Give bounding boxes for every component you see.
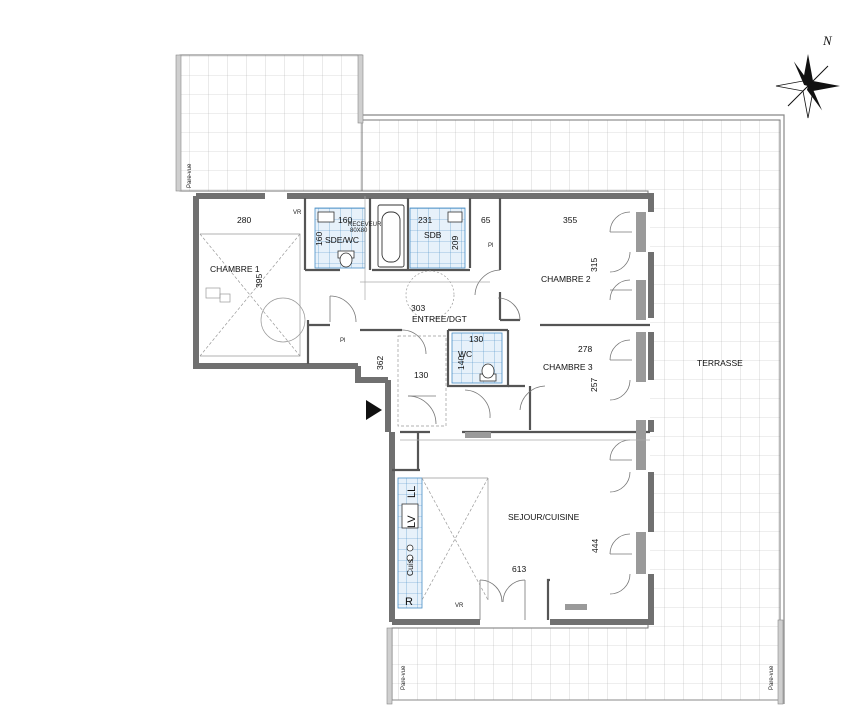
dim-wc-width: 130 [469,334,483,344]
room-terrasse-label: TERRASSE [697,358,743,368]
bathroom-tiles [314,207,503,609]
kitchen-fixtures [401,503,419,562]
fixture-receveur-label: RECEVEUR [348,222,382,228]
pare-vue-label-3: Pare-vue [769,665,775,690]
fixture-pl-label-1: Pl [340,338,345,344]
room-sde-wc-label: SDE/WC [325,235,359,245]
dim-chambre2-width: 355 [563,215,577,225]
terrace-top-left [179,54,363,192]
entry-arrow-icon [366,400,382,420]
room-chambre1-label: CHAMBRE 1 [210,264,260,274]
fixture-ll-label: LL [406,486,418,498]
fixture-receveur-size-label: 80X80 [350,228,368,234]
bathtub [377,204,405,268]
dimension-labels: 280 395 160 160 231 209 65 355 315 303 3… [237,215,600,574]
dim-wc-height: 140 [456,356,466,370]
room-labels: CHAMBRE 1 SDE/WC SDB CHAMBRE 2 ENTREE/DG… [210,230,743,522]
room-chambre3-label: CHAMBRE 3 [543,362,593,372]
exterior-walls [193,193,654,625]
dim-sejour-width: 613 [512,564,526,574]
dim-chambre3-height: 257 [589,378,599,392]
room-entree-label: ENTREE/DGT [412,314,467,324]
dim-chambre1-height: 395 [254,274,264,288]
dim-sdb-height: 209 [450,236,460,250]
fixture-r-label: R [405,596,413,608]
door-swings [329,211,632,620]
room-wc-label: WC [458,349,472,359]
interior-walls [303,198,650,620]
fixture-cuis-label: Cuis. [405,557,415,576]
north-label: N [822,33,833,48]
pare-vue-label-1: Pare-vue [187,163,193,188]
dim-chambre3-width: 278 [578,344,592,354]
fixture-lv-label: LV [406,515,418,528]
dim-sejour-height: 444 [590,539,600,553]
dim-sde-height: 160 [314,232,324,246]
dim-entree-width: 303 [411,303,425,313]
room-sdb-label: SDB [424,230,442,240]
dim-sdb-width: 231 [418,215,432,225]
fixture-labels: LL LV Cuis. R Pl Pl VR VR RECEVEUR 80X80… [187,163,775,690]
pare-vue-label-2: Pare-vue [401,665,407,690]
pare-vue-screens [175,54,784,705]
dim-chambre1-width: 280 [237,215,251,225]
dim-chambre2-height: 315 [589,258,599,272]
fixture-vr-label-1: VR [293,210,302,216]
dim-entree-width2: 130 [414,370,428,380]
dim-sde-width: 160 [338,215,352,225]
fixture-pl-label-2: Pl [488,243,493,249]
room-chambre2-label: CHAMBRE 2 [541,274,591,284]
dim-entree-height: 362 [375,356,385,370]
dim-gap-width: 65 [481,215,491,225]
room-sejour-label: SEJOUR/CUISINE [508,512,580,522]
compass-rose-icon [775,54,840,119]
windows [465,212,646,610]
fixture-vr-label-2: VR [455,603,464,609]
furnishings [199,196,650,601]
toilets [317,211,497,382]
